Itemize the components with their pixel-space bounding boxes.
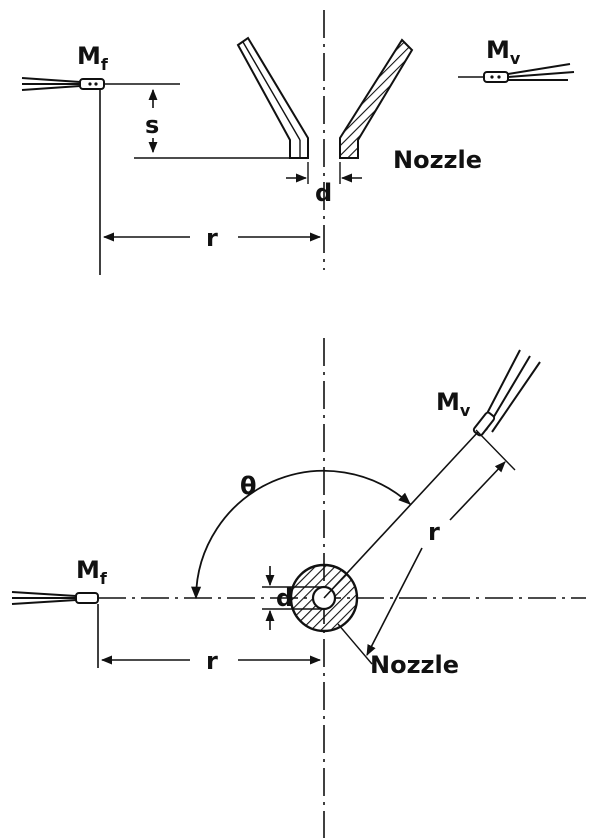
label-nozzle-bottom: Nozzle <box>370 651 459 679</box>
label-mv-top: Mv <box>486 36 521 68</box>
dimension-r-top <box>99 90 322 275</box>
label-r-top: r <box>206 224 218 252</box>
label-r-horizontal: r <box>206 647 218 675</box>
label-d-bottom: d <box>276 584 293 612</box>
probe-mf-top <box>21 77 105 91</box>
top-view: s d r Mf Mv Nozzle <box>21 10 575 275</box>
bottom-view: θ r d r Mf Mv Nozzle <box>11 338 586 838</box>
probe-mf-bottom <box>11 591 99 605</box>
label-nozzle-top: Nozzle <box>393 146 482 174</box>
theta-arc <box>191 469 411 600</box>
dimension-d-bottom <box>262 566 322 630</box>
label-mf-top: Mf <box>77 42 109 74</box>
label-mv-bottom: Mv <box>436 388 471 420</box>
dimension-r-diagonal <box>337 429 516 665</box>
nozzle-left-wall <box>236 36 309 159</box>
label-r-diagonal: r <box>428 518 440 546</box>
label-mf-bottom: Mf <box>76 556 108 588</box>
dimension-r-horizontal <box>97 604 322 668</box>
probe-mv-top <box>458 63 575 83</box>
nozzle-right-wall <box>339 38 414 159</box>
probe-mv-bottom <box>472 349 541 437</box>
label-theta: θ <box>240 472 257 500</box>
label-d-top: d <box>315 179 332 207</box>
dimension-d-top <box>286 162 362 184</box>
label-s: s <box>145 111 159 139</box>
